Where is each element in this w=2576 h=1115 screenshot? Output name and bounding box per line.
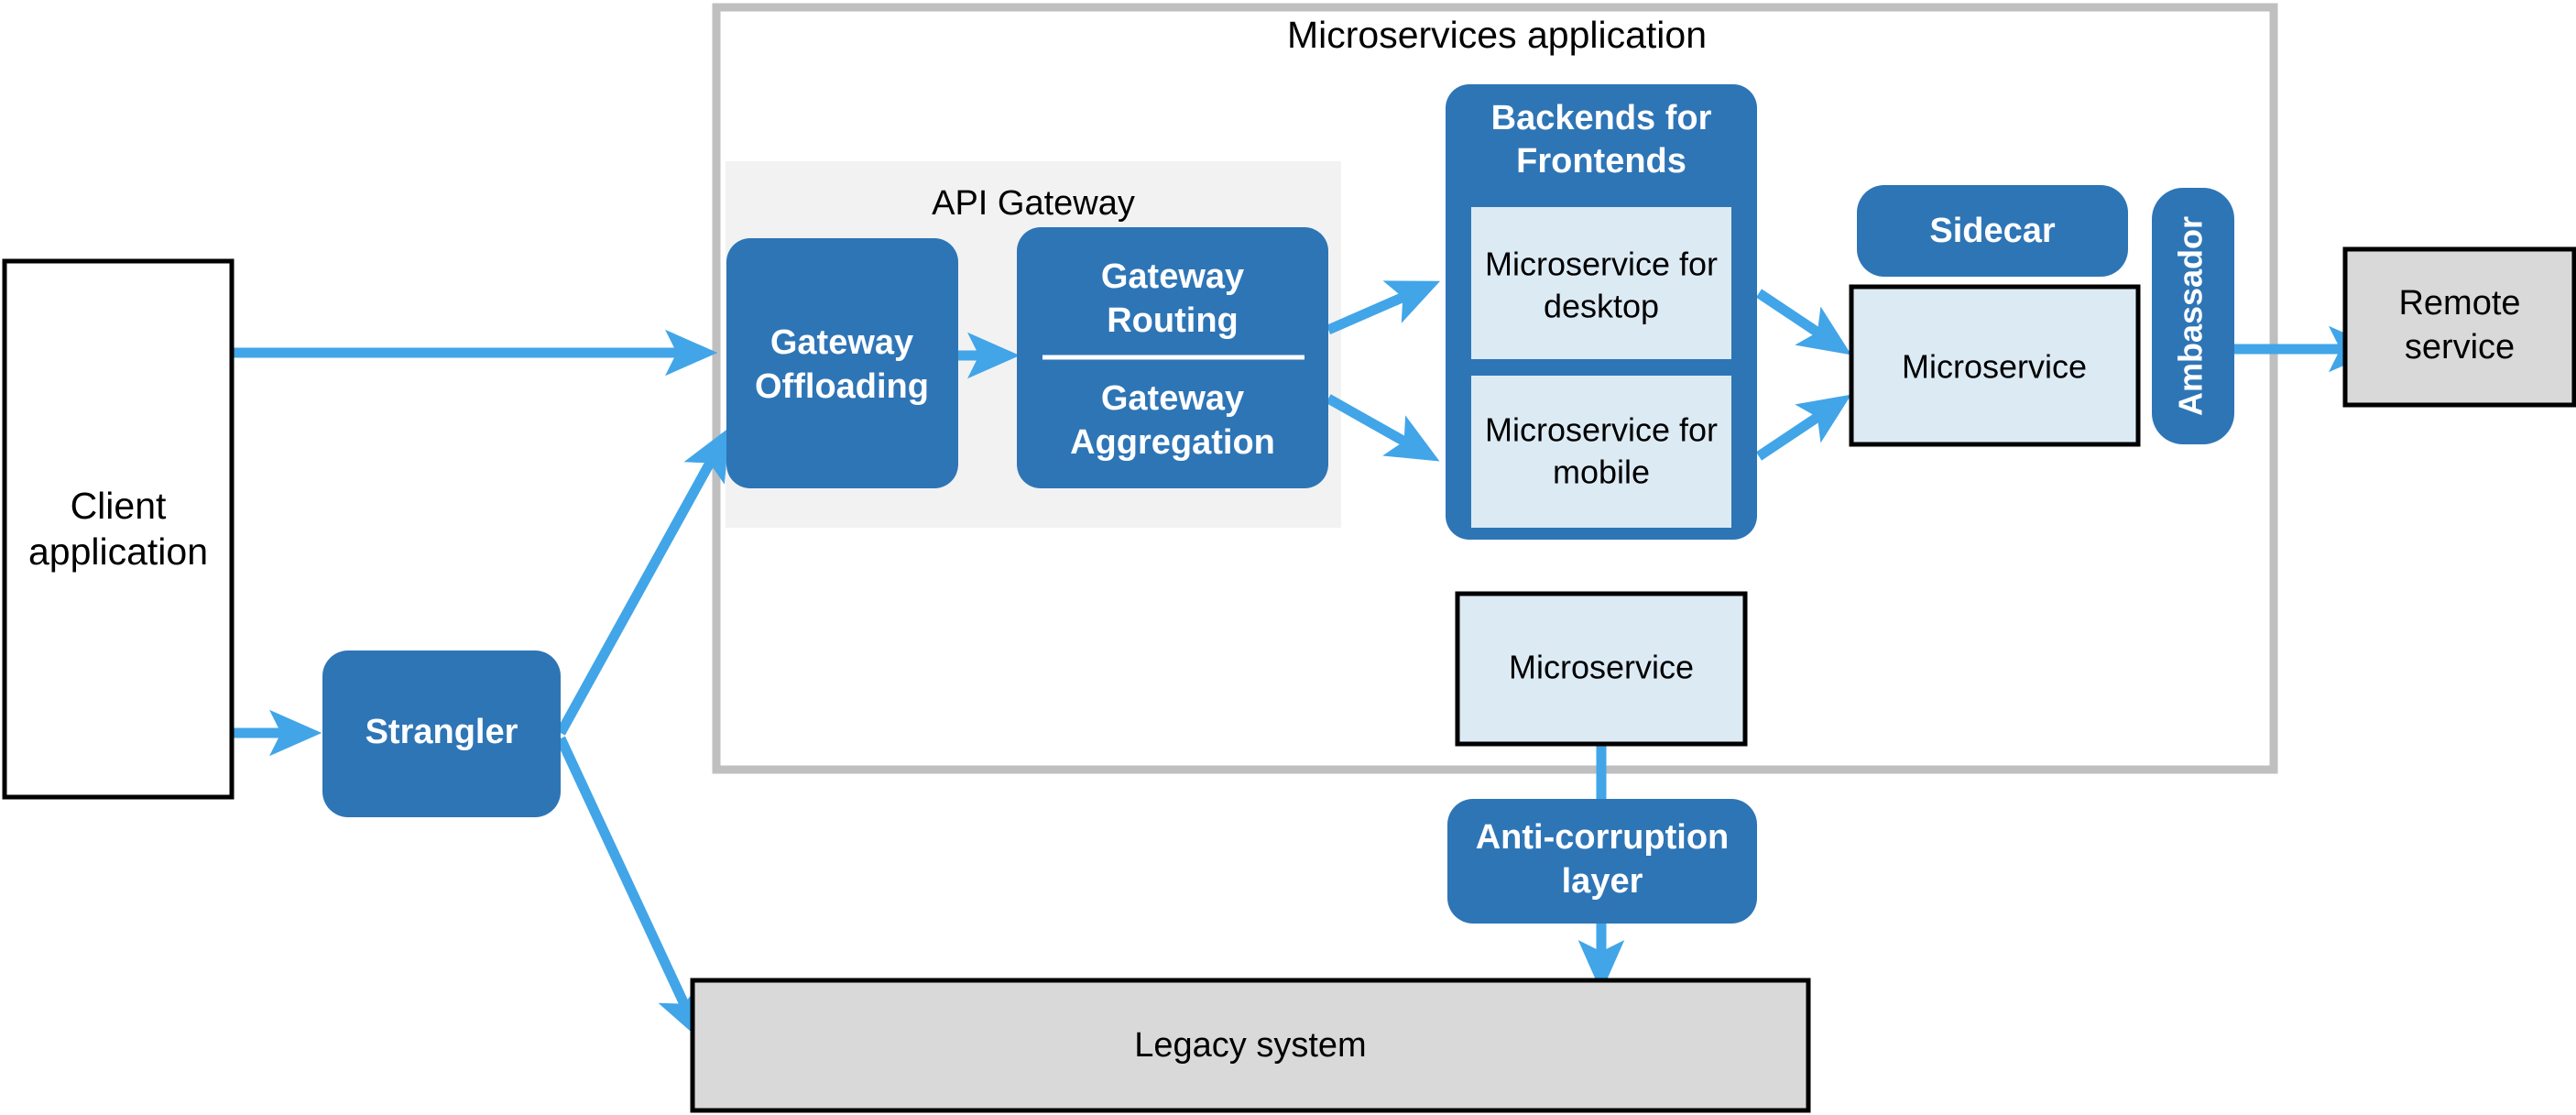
microservice-standalone-label: Microservice [1509, 649, 1694, 686]
sidecar-label: Sidecar [1929, 212, 2056, 250]
gateway-routing-label-line2: Routing [1107, 301, 1239, 340]
anti-corruption-layer-label-line2: layer [1562, 862, 1643, 901]
anti-corruption-layer-label-line1: Anti-corruption [1476, 818, 1730, 857]
strangler-label: Strangler [366, 713, 518, 751]
edge-desktop-to-microservice [1755, 289, 1851, 355]
microservice-sidecar-box[interactable] [1849, 284, 2141, 447]
gateway-offloading-label-line2: Offloading [755, 367, 929, 406]
node-microservice-for-desktop[interactable]: Microservice for desktop [1471, 207, 1731, 359]
client-application-label-line1: Client [71, 485, 167, 527]
microservice-for-desktop-label-line1: Microservice for [1485, 246, 1718, 283]
microservice-for-desktop-box[interactable] [1471, 207, 1731, 359]
node-anti-corruption-layer[interactable]: Anti-corruption layer [1447, 799, 1757, 924]
edge-strangler-to-gateway-offloading [556, 427, 730, 736]
node-microservice-standalone[interactable]: Microservice [1455, 591, 1748, 747]
node-remote-service[interactable]: Remote service [2342, 246, 2576, 408]
microservice-standalone-box[interactable] [1455, 591, 1748, 747]
client-application-box[interactable] [2, 258, 235, 800]
gateway-offloading-box[interactable] [726, 238, 958, 488]
node-ambassador[interactable]: Ambassador [2152, 188, 2234, 444]
edge-strangler-to-legacy-system [556, 736, 702, 1041]
gateway-routing-label-line1: Gateway [1101, 257, 1244, 296]
gateway-aggregation-label-line1: Gateway [1101, 379, 1244, 418]
connectors [232, 280, 2382, 1041]
node-backends-for-frontends[interactable]: Backends for Frontends Microservice for … [1446, 84, 1757, 540]
node-gateway-routing-aggregation[interactable]: Gateway Routing Gateway Aggregation [1017, 227, 1328, 488]
edge-mobile-to-microservice [1755, 394, 1851, 461]
sidecar-box[interactable] [1857, 185, 2128, 277]
edge-aggregation-to-mobile [1326, 394, 1440, 462]
node-strangler[interactable]: Strangler [322, 650, 561, 817]
backends-for-frontends-label-line1: Backends for [1491, 99, 1712, 137]
microservice-sidecar-label: Microservice [1902, 348, 2087, 386]
remote-service-label-line1: Remote [2398, 284, 2520, 322]
gateway-aggregation-label-line2: Aggregation [1070, 423, 1275, 462]
microservice-for-mobile-label-line1: Microservice for [1485, 411, 1718, 449]
node-legacy-system[interactable]: Legacy system [690, 978, 1811, 1113]
ambassador-box[interactable] [2152, 188, 2234, 444]
legacy-system-label: Legacy system [1134, 1026, 1366, 1065]
api-gateway-group-label: API Gateway [932, 184, 1135, 223]
gateway-offloading-label-line1: Gateway [770, 323, 913, 362]
microservice-for-mobile-box[interactable] [1471, 376, 1731, 528]
remote-service-box[interactable] [2342, 246, 2576, 408]
microservice-for-mobile-label-line2: mobile [1553, 454, 1650, 491]
edge-routing-to-desktop [1326, 280, 1441, 335]
node-microservice-sidecar[interactable]: Microservice [1849, 284, 2141, 447]
backends-for-frontends-label-line2: Frontends [1516, 142, 1686, 180]
strangler-box[interactable] [322, 650, 561, 817]
node-microservice-for-mobile[interactable]: Microservice for mobile [1471, 376, 1731, 528]
node-sidecar[interactable]: Sidecar [1857, 185, 2128, 277]
legacy-system-box[interactable] [690, 978, 1811, 1113]
ambassador-label: Ambassador [2172, 216, 2210, 416]
microservices-application-title: Microservices application [1287, 14, 1707, 56]
microservice-for-desktop-label-line2: desktop [1544, 288, 1659, 325]
client-application-label-line2: application [28, 530, 208, 573]
node-gateway-offloading[interactable]: Gateway Offloading [726, 238, 958, 488]
remote-service-label-line2: service [2405, 328, 2515, 366]
anti-corruption-layer-box[interactable] [1447, 799, 1757, 924]
node-client-application[interactable]: Client application [2, 258, 235, 800]
